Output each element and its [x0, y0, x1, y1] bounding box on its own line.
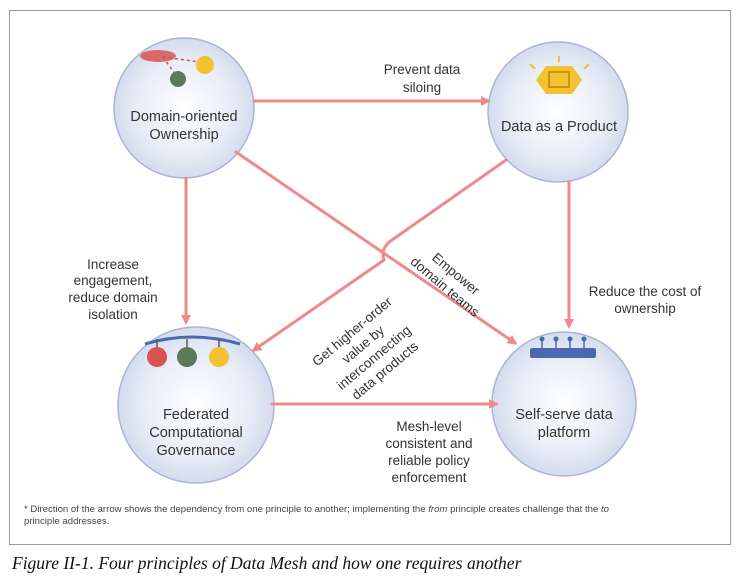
footnote-part1: * Direction of the arrow shows the depen…	[24, 504, 429, 515]
arrow-product-to-governance	[251, 158, 508, 352]
footnote-part2: principle creates challenge that the	[447, 504, 602, 515]
node-label-governance-line3: Governance	[157, 443, 236, 459]
footnote-part3: principle addresses.	[24, 516, 110, 527]
footnote: * Direction of the arrow shows the depen…	[24, 504, 614, 528]
data-product-icon	[529, 56, 590, 94]
platform-icon	[530, 336, 596, 358]
edge-label-increase-line1: Increase	[87, 257, 139, 272]
edge-label-mesh-line2: consistent and	[385, 436, 472, 451]
footnote-from: from	[428, 504, 448, 515]
node-label-domain-line1: Domain-oriented	[130, 109, 237, 125]
edge-label-mesh-line4: enforcement	[391, 470, 466, 485]
edge-label-higher-order-value: Get higher-order value by interconnectin…	[309, 294, 421, 403]
edge-label-mesh-line1: Mesh-level	[396, 419, 461, 434]
edge-label-prevent-line1: Prevent data	[384, 62, 461, 77]
node-domain-oriented-ownership: Domain-oriented Ownership	[113, 37, 255, 179]
edge-label-mesh-line3: reliable policy	[388, 453, 470, 468]
edge-label-increase-line2: engagement,	[74, 273, 153, 288]
edge-label-increase-line3: reduce domain	[68, 290, 157, 305]
edge-label-prevent-line2: siloing	[403, 80, 441, 95]
node-self-serve-platform: Self-serve data platform	[491, 331, 637, 477]
edge-label-mesh-policy: Mesh-level consistent and reliable polic…	[385, 419, 472, 485]
domain-nodes-icon	[140, 50, 214, 87]
footnote-to: to	[601, 504, 610, 515]
node-label-platform-line2: platform	[538, 425, 590, 441]
edge-label-increase-line4: isolation	[88, 307, 138, 322]
edge-label-empower-teams: Empower domain teams	[408, 250, 483, 320]
node-label-product-line1: Data as a Product	[501, 119, 617, 135]
node-label-governance-line1: Federated	[163, 407, 229, 423]
edge-label-prevent-siloing: Prevent data siloing	[384, 62, 461, 95]
edge-label-reduce-cost: Reduce the cost of ownership	[589, 284, 702, 316]
edge-label-reduce-line1: Reduce the cost of	[589, 284, 702, 299]
node-data-as-a-product: Data as a Product	[487, 41, 629, 183]
node-label-governance-line2: Computational	[149, 425, 243, 441]
arrow-domain-to-platform	[234, 150, 518, 345]
node-label-platform-line1: Self-serve data	[515, 407, 613, 423]
node-federated-governance: Federated Computational Governance	[117, 326, 275, 484]
edge-label-increase-engagement: Increase engagement, reduce domain isola…	[68, 257, 157, 322]
figure-caption: Figure II-1. Four principles of Data Mes…	[12, 553, 522, 573]
edge-label-reduce-line2: ownership	[614, 301, 676, 316]
governance-domains-icon	[144, 335, 241, 367]
node-label-domain-line2: Ownership	[149, 127, 218, 143]
